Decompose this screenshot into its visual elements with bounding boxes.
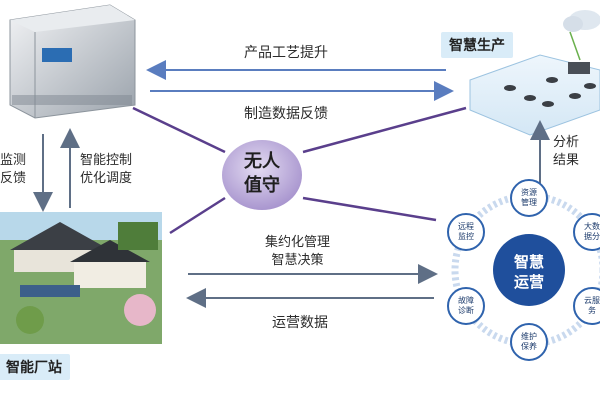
label-monitor-feedback: 监测 反馈	[0, 153, 27, 186]
ring-node-5	[447, 287, 485, 325]
node-label-5: 故障 诊断	[458, 296, 474, 315]
operations-ring	[447, 179, 600, 361]
smart-production-tag: 智慧生产	[441, 32, 513, 58]
ring-node-6	[447, 213, 485, 251]
node-label-3: 云服 务	[584, 296, 600, 315]
cross-lines	[132, 106, 467, 235]
label-operation-data: 运营数据	[272, 315, 328, 331]
label-smart-control: 智能控制 优化调度	[80, 153, 133, 186]
center-bubble	[222, 140, 302, 210]
node-label-1: 资源 管理	[521, 188, 537, 207]
label-product-process: 产品工艺提升	[244, 45, 328, 61]
center-label: 无人 值守	[244, 151, 280, 196]
node-label-4: 维护 保养	[521, 332, 537, 351]
label-manufacturing-feedback: 制造数据反馈	[244, 106, 328, 122]
ring-node-3	[573, 287, 600, 325]
label-intensive-management: 集约化管理 智慧决策	[265, 235, 331, 268]
node-label-2: 大数 据分	[584, 222, 600, 241]
equipment-box-image	[9, 4, 136, 119]
ring-node-2	[573, 213, 600, 251]
ring-node-4	[510, 323, 548, 361]
ring-hub	[493, 234, 565, 306]
plant-station-image	[0, 212, 162, 344]
ring-node-1	[510, 179, 548, 217]
smart-plant-tag: 智能厂站	[0, 354, 70, 380]
smart-production-image	[469, 10, 600, 136]
label-analysis-result: 分析 结果	[553, 135, 580, 168]
node-label-6: 远程 监控	[458, 222, 474, 241]
hub-label: 智慧 运营	[513, 253, 544, 291]
